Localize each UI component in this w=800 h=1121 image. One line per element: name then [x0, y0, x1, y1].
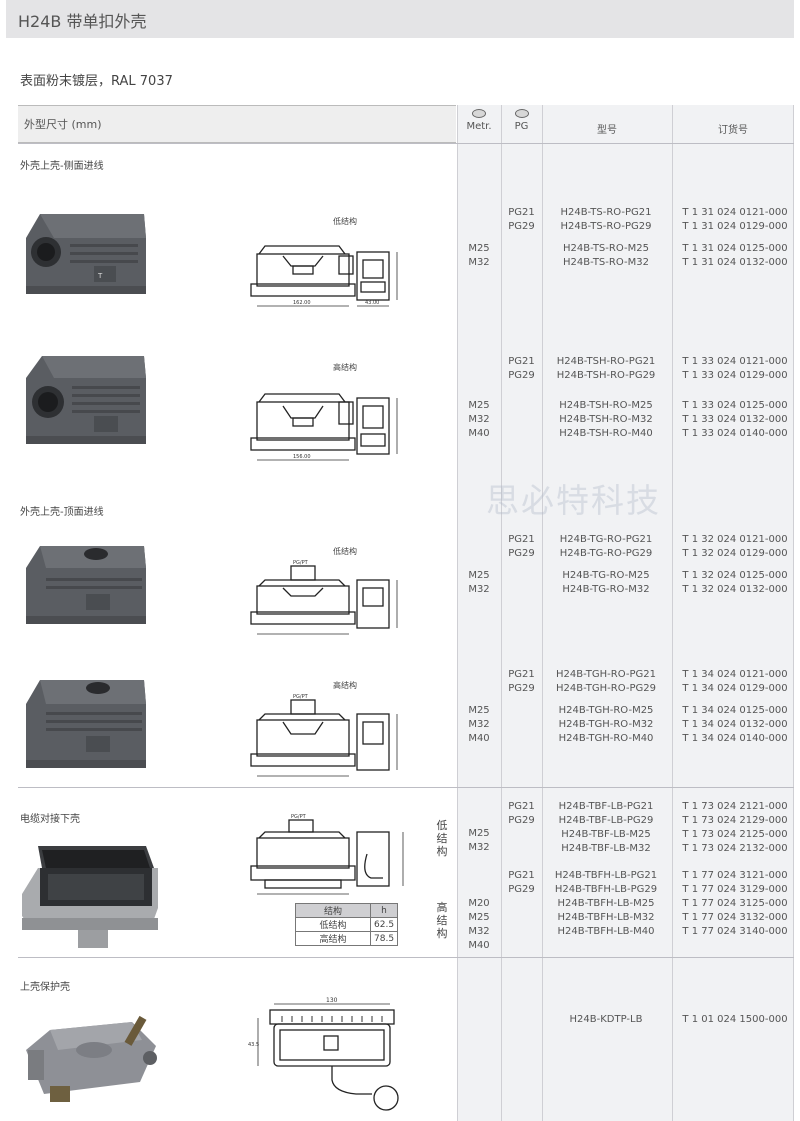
drawing-top-entry-high: PG/PT: [250, 694, 398, 777]
section-cover-label: 上壳保护壳: [20, 982, 70, 993]
order-values-tgh-metric: T 1 34 024 0125-000 T 1 34 024 0132-000 …: [682, 705, 788, 744]
drawing-cable-to-cable: PG/PT: [250, 814, 404, 895]
table-cell: 62.5: [369, 917, 399, 932]
model-values-ts: H24B-TS-RO-PG21 H24B-TS-RO-PG29: [560, 207, 652, 232]
housing-top-entry-low-image: [26, 546, 146, 624]
table-row: 低结构 62.5: [295, 917, 399, 932]
model-header: 型号: [542, 105, 672, 143]
model-values-tg-metric: H24B-TG-RO-M25 H24B-TG-RO-M32: [562, 570, 650, 595]
table-cell: 低结构: [295, 917, 371, 932]
page-title: H24B 带单扣外壳: [18, 12, 147, 31]
metr-values-tbfh: M20 M25 M32 M40: [468, 898, 490, 951]
drawing-side-entry-high: 156.00: [250, 393, 398, 461]
vertical-high-label: 高结构: [436, 901, 448, 940]
dims-header: 外型尺寸 (mm): [18, 105, 456, 143]
model-values-tgh: H24B-TGH-RO-PG21 H24B-TGH-RO-PG29: [556, 669, 656, 694]
high-structure-label-2: 高结构: [333, 681, 357, 690]
order-values-ts-metric: T 1 31 024 0125-000 T 1 31 024 0132-000: [682, 243, 788, 268]
pg-values-tgh: PG21 PG29: [508, 669, 535, 694]
metr-header: Metr.: [457, 105, 501, 143]
table-cell: h: [369, 903, 399, 918]
section-separator-1: [18, 787, 794, 788]
model-values-tgh-metric: H24B-TGH-RO-M25 H24B-TGH-RO-M32 H24B-TGH…: [558, 705, 654, 744]
dim-cover-height: 43.5: [248, 1042, 259, 1048]
metr-values-ts: M25 M32: [468, 243, 490, 268]
dim-pg-3: PG/PT: [291, 814, 307, 820]
housing-top-entry-high-image: [26, 680, 146, 768]
dim-depth-1: 43.00: [365, 300, 379, 306]
model-column: [542, 105, 672, 1121]
dim-pg-1: PG/PT: [293, 560, 309, 566]
pg-header: PG: [501, 105, 542, 143]
housing-side-entry-low-image: T: [26, 214, 146, 294]
order-values-kdtp: T 1 01 024 1500-000: [682, 1014, 788, 1025]
order-values-tbf: T 1 73 024 2121-000 T 1 73 024 2129-000 …: [682, 801, 788, 854]
high-structure-label-1: 高结构: [333, 363, 357, 372]
order-values-tg-metric: T 1 32 024 0125-000 T 1 32 024 0132-000: [682, 570, 788, 595]
header-separator: [18, 143, 794, 144]
model-header-label: 型号: [597, 125, 617, 136]
table-row: 高结构 78.5: [295, 931, 399, 946]
low-structure-label-1: 低结构: [333, 217, 357, 226]
structure-height-table: 结构 h 低结构 62.5 高结构 78.5: [295, 903, 399, 946]
pg-values-tsh: PG21 PG29: [508, 356, 535, 381]
page-subtitle: 表面粉末镀层，RAL 7037: [20, 74, 173, 89]
table-cell: 结构: [295, 903, 371, 918]
title-bar: H24B 带单扣外壳: [6, 0, 794, 38]
svg-text:T: T: [97, 272, 103, 280]
vertical-low-label: 低结构: [436, 819, 448, 858]
model-values-kdtp: H24B-KDTP-LB: [569, 1014, 643, 1025]
watermark: 思必特科技: [486, 481, 661, 520]
pg-header-label: PG: [514, 121, 529, 132]
table-cell: 78.5: [369, 931, 399, 946]
housing-side-entry-high-image: [26, 356, 146, 444]
protective-cover-image: [26, 1015, 157, 1102]
order-values-ts: T 1 31 024 0121-000 T 1 31 024 0129-000: [682, 207, 788, 232]
dim-cover-width: 130: [326, 997, 338, 1004]
dim-width-2: 156.00: [293, 454, 311, 460]
section-top-entry-label: 外壳上壳-顶面进线: [20, 507, 104, 518]
table-row: 结构 h: [295, 903, 399, 918]
drawing-protective-cover: 130 43.5: [248, 997, 399, 1111]
metr-values-tg: M25 M32: [468, 570, 490, 595]
model-values-tg: H24B-TG-RO-PG21 H24B-TG-RO-PG29: [559, 534, 653, 559]
pg-values-tg: PG21 PG29: [508, 534, 535, 559]
order-values-tgh: T 1 34 024 0121-000 T 1 34 024 0129-000: [682, 669, 788, 694]
metr-values-tsh: M25 M32 M40: [468, 400, 490, 439]
pg-values-ts: PG21 PG29: [508, 207, 535, 232]
model-values-tbfh: H24B-TBFH-LB-PG21 H24B-TBFH-LB-PG29 H24B…: [554, 870, 658, 937]
model-values-tsh: H24B-TSH-RO-PG21 H24B-TSH-RO-PG29: [556, 356, 656, 381]
dim-width-1: 162.00: [293, 300, 311, 306]
table-cell: 高结构: [295, 931, 371, 946]
cable-to-cable-housing-image: [22, 846, 158, 948]
pg-values-tbf: PG21 PG29: [508, 801, 535, 826]
order-header-label: 订货号: [718, 125, 748, 136]
drawing-side-entry-low: 162.00 43.00: [250, 245, 398, 307]
pg-values-tbfh: PG21 PG29: [508, 870, 535, 895]
dims-header-label: 外型尺寸 (mm): [24, 118, 102, 131]
order-values-tsh-metric: T 1 33 024 0125-000 T 1 33 024 0132-000 …: [682, 400, 788, 439]
order-header: 订货号: [672, 105, 794, 143]
section-side-entry-label: 外壳上壳-侧面进线: [20, 161, 104, 172]
metr-header-label: Metr.: [466, 121, 492, 132]
model-values-tsh-metric: H24B-TSH-RO-M25 H24B-TSH-RO-M32 H24B-TSH…: [559, 400, 653, 439]
pg-gland-icon: [514, 109, 529, 118]
metr-column: [457, 105, 501, 1121]
model-values-tbf: H24B-TBF-LB-PG21 H24B-TBF-LB-PG29 H24B-T…: [558, 801, 654, 854]
pg-column: [501, 105, 542, 1121]
metr-values-tbf: M25 M32: [468, 828, 490, 853]
drawing-top-entry-low: PG/PT: [250, 560, 398, 635]
metr-values-tgh: M25 M32 M40: [468, 705, 490, 744]
order-values-tsh: T 1 33 024 0121-000 T 1 33 024 0129-000: [682, 356, 788, 381]
metric-gland-icon: [472, 109, 486, 118]
order-values-tbfh: T 1 77 024 3121-000 T 1 77 024 3129-000 …: [682, 870, 788, 937]
order-values-tg: T 1 32 024 0121-000 T 1 32 024 0129-000: [682, 534, 788, 559]
dim-pg-2: PG/PT: [293, 694, 309, 700]
order-column: [672, 105, 794, 1121]
section-cable-to-cable-label: 电缆对接下壳: [20, 814, 80, 825]
section-separator-2: [18, 957, 794, 958]
model-values-ts-metric: H24B-TS-RO-M25 H24B-TS-RO-M32: [563, 243, 649, 268]
low-structure-label-2: 低结构: [333, 547, 357, 556]
